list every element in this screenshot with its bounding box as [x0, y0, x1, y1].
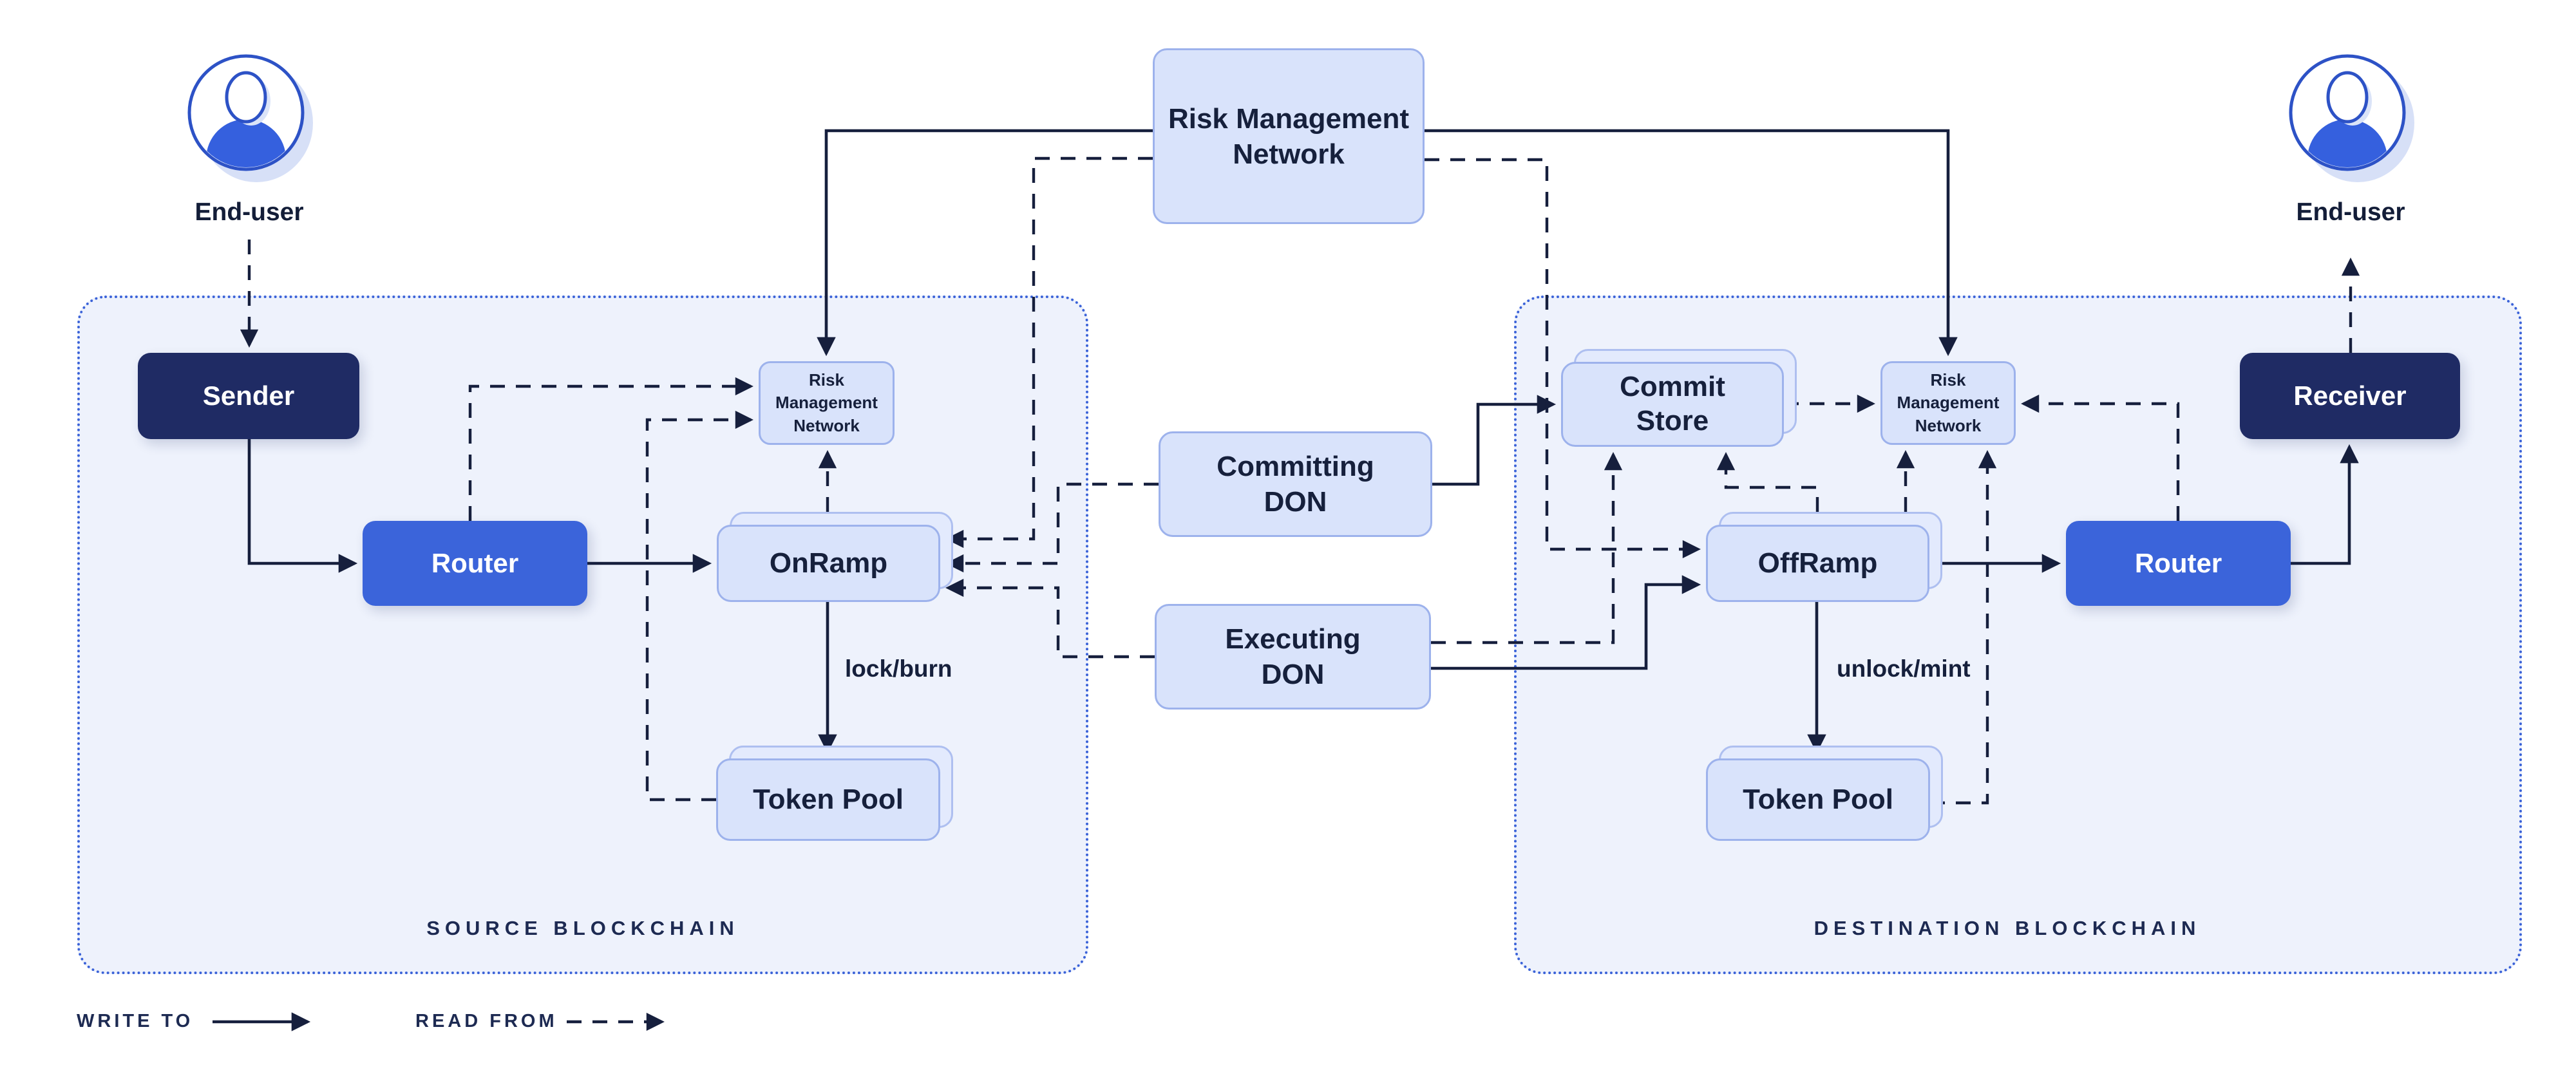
onramp-box: OnRamp [717, 512, 953, 602]
source-risk-management-network-box: Risk Management Network [759, 361, 895, 445]
legend-read-from-label: READ FROM [415, 1011, 558, 1031]
arrow-tokenpool-to-source-rmn [645, 410, 753, 802]
source-token-pool-box: Token Pool [716, 746, 953, 841]
source-blockchain-label: SOURCE BLOCKCHAIN [426, 917, 739, 939]
arrow-sender-to-router [247, 439, 358, 573]
dest-token-pool-box: Token Pool [1706, 746, 1943, 841]
end-user-label-right: End-user [2296, 198, 2405, 226]
arrow-executingdon-to-onramp [945, 578, 1155, 659]
offramp-box: OffRamp [1706, 512, 1942, 602]
arrow-router-to-source-rmn [468, 377, 753, 521]
arrow-committingdon-to-onramp [945, 482, 1159, 573]
legend-write-to-label: WRITE TO [77, 1011, 194, 1031]
sender-box: Sender [138, 353, 359, 439]
unlock-mint-label: unlock/mint [1837, 655, 1971, 682]
arrow-rmn-to-source-rmn [817, 129, 1153, 357]
arrow-committingdon-to-commitstore [1432, 395, 1557, 486]
arrow-router-to-dest-rmn [2021, 394, 2180, 521]
committing-don-box: Committing DON [1159, 431, 1432, 537]
dest-risk-management-network-box: Risk Management Network [1880, 361, 2016, 445]
receiver-box: Receiver [2240, 353, 2460, 439]
arrow-offramp-to-commitstore [1716, 452, 1819, 512]
destination-blockchain-label: DESTINATION BLOCKCHAIN [1814, 917, 2201, 939]
end-user-icon [183, 48, 316, 188]
end-user-label-left: End-user [194, 198, 304, 226]
arrow-executingdon-to-commitstore [1431, 452, 1623, 644]
lock-burn-label: lock/burn [845, 655, 952, 682]
arrow-executingdon-to-offramp [1431, 575, 1701, 670]
risk-management-network-box: Risk Management Network [1153, 48, 1425, 224]
arrow-rmn-to-dest-rmn [1425, 129, 1958, 357]
arrow-router-to-receiver [2291, 444, 2359, 565]
arrow-rmn-to-onramp [945, 156, 1153, 549]
executing-don-box: Executing DON [1155, 604, 1431, 710]
source-router-box: Router [363, 521, 587, 606]
commit-store-box: Commit Store [1561, 349, 1797, 447]
arrow-rmn-to-offramp [1425, 158, 1701, 559]
end-user-icon [2284, 48, 2417, 188]
arrow-tokenpool-to-dest-rmn [1930, 450, 1997, 805]
dest-router-box: Router [2066, 521, 2291, 606]
